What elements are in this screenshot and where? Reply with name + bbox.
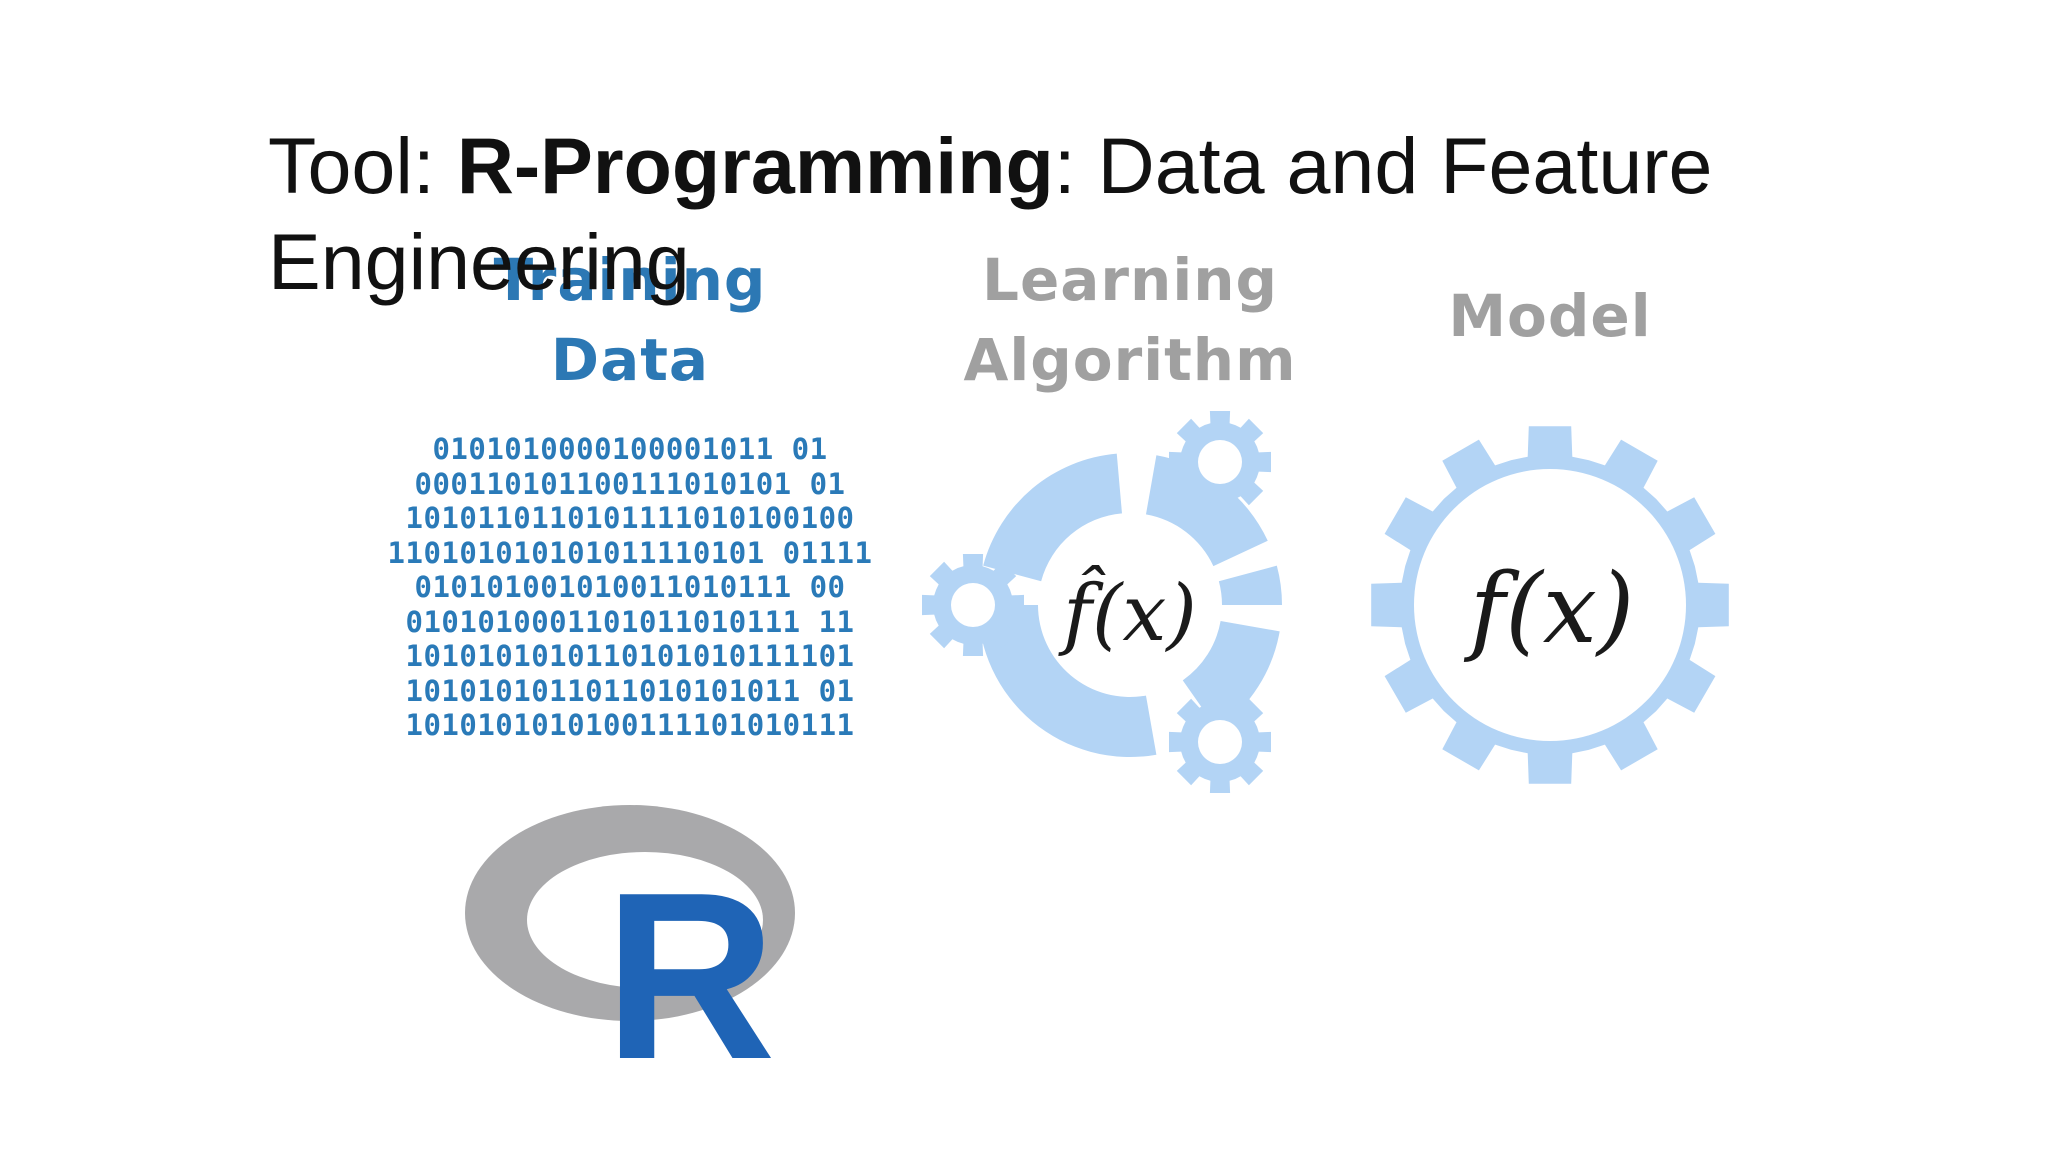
model-formula: f(x) — [1464, 553, 1635, 665]
title-prefix: Tool: — [268, 121, 457, 210]
title-bold: R-Programming — [457, 121, 1054, 210]
learning-formula: f̂(x) — [1058, 564, 1197, 659]
r-logo: R — [465, 805, 795, 1109]
r-logo-letter: R — [604, 844, 776, 1109]
slide-title: Tool: R-Programming: Data and Feature En… — [268, 118, 1828, 310]
